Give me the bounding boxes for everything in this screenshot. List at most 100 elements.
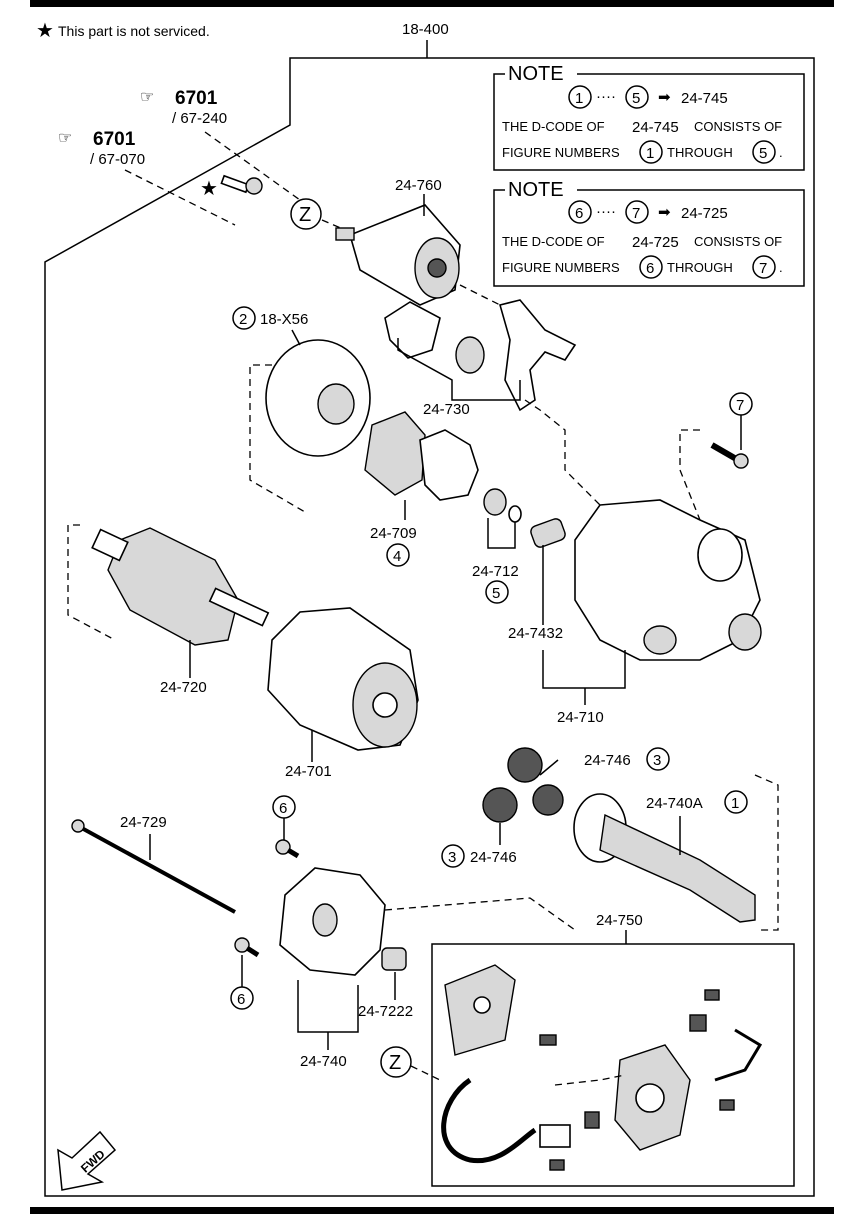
screw-top[interactable] bbox=[275, 839, 300, 859]
through-bolt-label: 24-729 bbox=[120, 814, 167, 831]
bolt-shank bbox=[710, 442, 740, 463]
arrow-target: 24-745 bbox=[681, 90, 728, 107]
note-line2-mid: THROUGH bbox=[667, 260, 733, 275]
note-line2-a: FIGURE NUMBERS bbox=[502, 145, 620, 160]
fig-circle bbox=[441, 844, 465, 868]
note-line2-from: 1 bbox=[646, 145, 654, 162]
z-marker-top: Z bbox=[290, 198, 322, 230]
dashed-guide bbox=[524, 399, 601, 506]
plunger-spring bbox=[384, 301, 441, 359]
solenoid-label: 24-760 bbox=[395, 177, 442, 194]
leader-line bbox=[291, 329, 301, 346]
bolt-7[interactable] bbox=[710, 442, 749, 469]
note-title-bg bbox=[505, 182, 577, 198]
armature[interactable] bbox=[91, 527, 270, 646]
note-line1-b: CONSISTS OF bbox=[694, 234, 782, 249]
star-bolt[interactable]: ★ bbox=[200, 174, 263, 200]
bolt-rod bbox=[77, 824, 236, 914]
note-box-2: NOTE 6 ···· 7 ➡ 24-725 THE D-CODE OF 24-… bbox=[493, 179, 805, 287]
solenoid[interactable] bbox=[335, 204, 461, 306]
ref-sub: / 67-070 bbox=[90, 151, 145, 168]
note-line2-to: 7 bbox=[759, 260, 767, 277]
bolt-head bbox=[71, 819, 85, 833]
commutator bbox=[91, 528, 129, 562]
pinion[interactable] bbox=[364, 411, 479, 501]
fig-circle bbox=[386, 543, 410, 567]
fig-circle bbox=[752, 140, 776, 164]
star-icon: ★ bbox=[200, 178, 218, 200]
housing-nose bbox=[728, 613, 762, 651]
fig-circle bbox=[568, 85, 592, 109]
book-icon: ☞ bbox=[58, 130, 72, 147]
fig-circle bbox=[625, 200, 649, 224]
z-marker-bottom: Z bbox=[380, 1046, 412, 1078]
z-circle bbox=[380, 1046, 412, 1078]
fwd-arrow-shape bbox=[57, 1130, 117, 1191]
planet-gear-a[interactable] bbox=[507, 747, 564, 816]
fig-circle bbox=[639, 255, 663, 279]
bolt-head bbox=[245, 177, 263, 195]
brush-wire bbox=[714, 1028, 763, 1082]
housing-flange bbox=[697, 528, 743, 582]
z-label: Z bbox=[299, 204, 311, 226]
range-from: 1 bbox=[575, 90, 583, 107]
lever-washer bbox=[455, 336, 485, 374]
retainer-ring bbox=[483, 488, 507, 516]
dashed-guide bbox=[679, 429, 701, 521]
gear-body bbox=[482, 787, 518, 823]
yoke[interactable] bbox=[267, 607, 419, 751]
arrow-icon: ➡ bbox=[658, 89, 671, 106]
fig-circle bbox=[639, 140, 663, 164]
ref-callout-2[interactable]: ☞ 6701 / 67-070 bbox=[58, 129, 145, 168]
end-cover-hole bbox=[312, 903, 338, 937]
planet-gear-b[interactable] bbox=[482, 787, 518, 823]
bolt-shank bbox=[220, 174, 250, 194]
end-cover[interactable] bbox=[279, 867, 386, 976]
kit-bracket bbox=[542, 650, 626, 689]
end-cover-label: 24-740 bbox=[300, 1053, 347, 1070]
leader-line bbox=[204, 131, 301, 201]
note-line2-mid: THROUGH bbox=[667, 145, 733, 160]
bolt-head bbox=[733, 453, 749, 469]
arrow-icon: ➡ bbox=[658, 204, 671, 221]
front-housing[interactable] bbox=[574, 499, 762, 661]
fig-circle bbox=[568, 200, 592, 224]
range-from: 6 bbox=[575, 205, 583, 222]
planet-gear-a-label: 24-746 bbox=[584, 752, 631, 769]
screw-shank bbox=[286, 847, 300, 859]
output-shaft[interactable] bbox=[573, 793, 756, 923]
brush bbox=[689, 1014, 707, 1032]
shaft-fig: 1 bbox=[731, 795, 739, 812]
end-bushing-body bbox=[381, 947, 407, 971]
brush bbox=[584, 1111, 600, 1129]
dashed-guide bbox=[554, 1074, 626, 1086]
rear-cover[interactable] bbox=[265, 339, 371, 457]
brush-holder-assembly[interactable] bbox=[441, 964, 763, 1171]
note-box-1: NOTE 1 ···· 5 ➡ 24-745 THE D-CODE OF 24-… bbox=[493, 63, 805, 171]
through-bolt[interactable] bbox=[71, 819, 236, 914]
screw-bottom[interactable] bbox=[234, 937, 260, 958]
kit-bracket bbox=[487, 518, 516, 549]
kit-bracket bbox=[297, 980, 359, 1033]
ref-callout-1[interactable]: ☞ 6701 / 67-240 bbox=[140, 88, 227, 127]
housing-mount bbox=[643, 625, 677, 655]
plate-hole bbox=[473, 996, 491, 1014]
lever-kit[interactable] bbox=[384, 299, 577, 412]
fig-circle bbox=[485, 580, 509, 604]
ref-sub: / 67-240 bbox=[172, 110, 227, 127]
fig-circle bbox=[724, 790, 748, 814]
note-line1-code: 24-745 bbox=[632, 119, 679, 136]
note-title: NOTE bbox=[508, 63, 564, 85]
bushing-label: 24-7432 bbox=[508, 625, 563, 642]
note-line1-a: THE D-CODE OF bbox=[502, 234, 605, 249]
end-bushing[interactable] bbox=[381, 947, 407, 971]
note-line1-code: 24-725 bbox=[632, 234, 679, 251]
z-circle bbox=[290, 198, 322, 230]
assembly-label: 18-400 bbox=[402, 21, 449, 38]
retainer[interactable] bbox=[483, 488, 522, 523]
pinion-fig: 4 bbox=[393, 548, 401, 565]
brush-holder-frame bbox=[431, 930, 795, 1187]
top-border bbox=[30, 0, 834, 7]
ref-code: 6701 bbox=[175, 88, 218, 109]
bushing[interactable] bbox=[529, 517, 567, 549]
